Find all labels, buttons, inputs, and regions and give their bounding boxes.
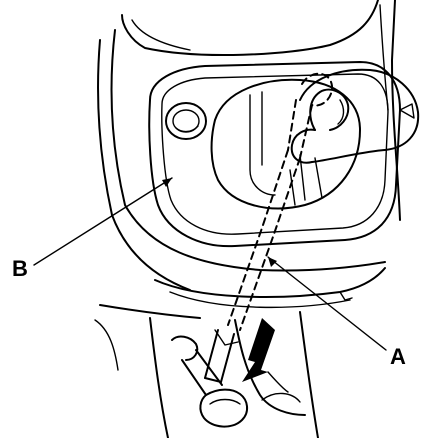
lower-console (94, 304, 319, 438)
push-arrow (242, 318, 275, 382)
shift-gate (210, 78, 361, 210)
release-lever-hidden (227, 72, 334, 331)
round-button (165, 102, 207, 140)
shift-panel (148, 61, 401, 248)
release-tool (171, 329, 248, 428)
callout-label-a: A (390, 344, 406, 369)
callout-label-b: B (12, 256, 28, 281)
callout-leaders (33, 177, 387, 351)
console-housing (97, 0, 401, 309)
